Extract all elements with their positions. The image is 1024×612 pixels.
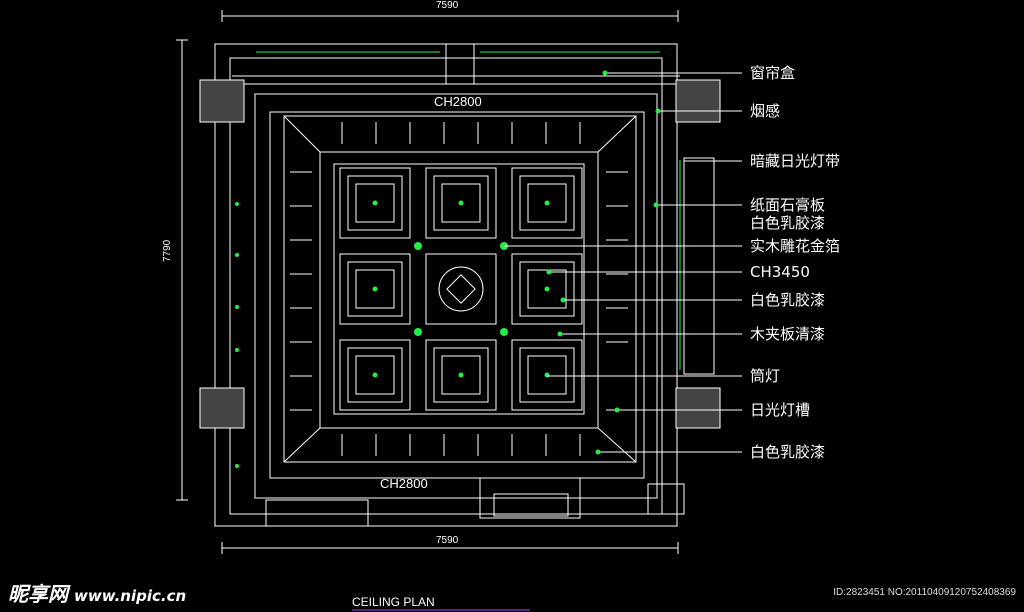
wall-columns [199, 79, 721, 429]
ceiling-edge [254, 93, 658, 499]
watermark-brand: 昵享网 [8, 582, 68, 606]
image-id: ID:2823451 NO:20110409120752408369 [833, 587, 1016, 598]
label-carved-wood-gold-leaf: 实木雕花金箔 [750, 237, 841, 255]
label-plywood-varnish: 木夹板清漆 [750, 325, 826, 343]
door-opening [265, 499, 369, 527]
label-hidden-light-strip: 暗藏日光灯带 [750, 152, 841, 170]
watermark: 昵享网 www.nipic.cn [8, 578, 186, 607]
raised-ceiling [319, 151, 599, 429]
label-light-trough: 日光灯槽 [750, 401, 811, 419]
drawing-title: CEILING PLAN [352, 595, 435, 609]
label-ch3450: CH3450 [750, 263, 810, 281]
watermark-site: www.nipic.cn [74, 587, 187, 605]
label-white-latex-paint-3: 白色乳胶漆 [750, 443, 826, 461]
cove-light-trough [283, 115, 637, 463]
label-white-latex-paint-1: 白色乳胶漆 [750, 214, 826, 232]
label-smoke-detector: 烟感 [750, 102, 781, 120]
label-curtain-box: 窗帘盒 [750, 64, 796, 82]
label-gypsum-board: 纸面石膏板 [750, 196, 826, 214]
perimeter-light-slots [290, 122, 628, 456]
label-downlight: 筒灯 [750, 367, 781, 385]
top-dimension: 7590 [436, 0, 459, 11]
left-dimension: 7790 [162, 239, 173, 262]
ceiling-height-bottom: CH2800 [380, 476, 428, 491]
bottom-dimension: 7590 [436, 535, 459, 546]
label-white-latex-paint-2: 白色乳胶漆 [750, 291, 826, 309]
coffer-panels [339, 167, 583, 411]
label-leaders [504, 72, 742, 453]
ceiling-height-top: CH2800 [434, 94, 482, 109]
